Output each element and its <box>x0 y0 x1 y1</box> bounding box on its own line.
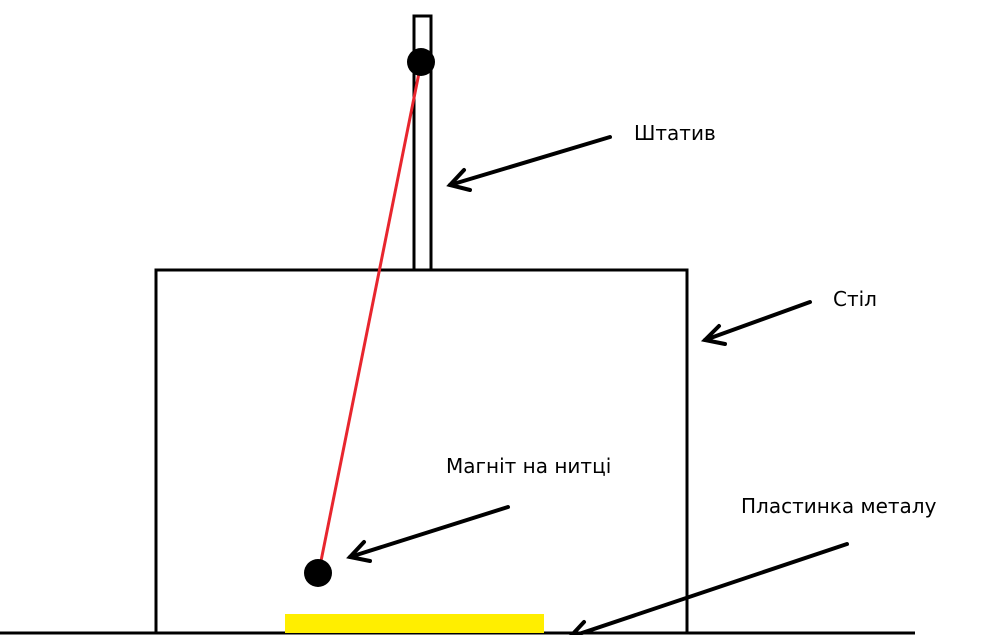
stand-label: Штатив <box>634 121 716 145</box>
metal-plate <box>285 614 544 633</box>
magnet-arrow <box>346 505 510 563</box>
magnet-label: Магніт на нитці <box>446 454 611 478</box>
thread-line <box>317 62 423 572</box>
table-box <box>154 268 689 635</box>
magnet-ball <box>304 559 332 587</box>
plate-arrow <box>569 542 849 635</box>
table-label: Стіл <box>833 287 877 311</box>
stand-arrow <box>446 135 612 192</box>
pivot-ball <box>407 48 435 76</box>
table-arrow <box>700 300 812 346</box>
plate-label: Пластинка металу <box>741 494 937 518</box>
